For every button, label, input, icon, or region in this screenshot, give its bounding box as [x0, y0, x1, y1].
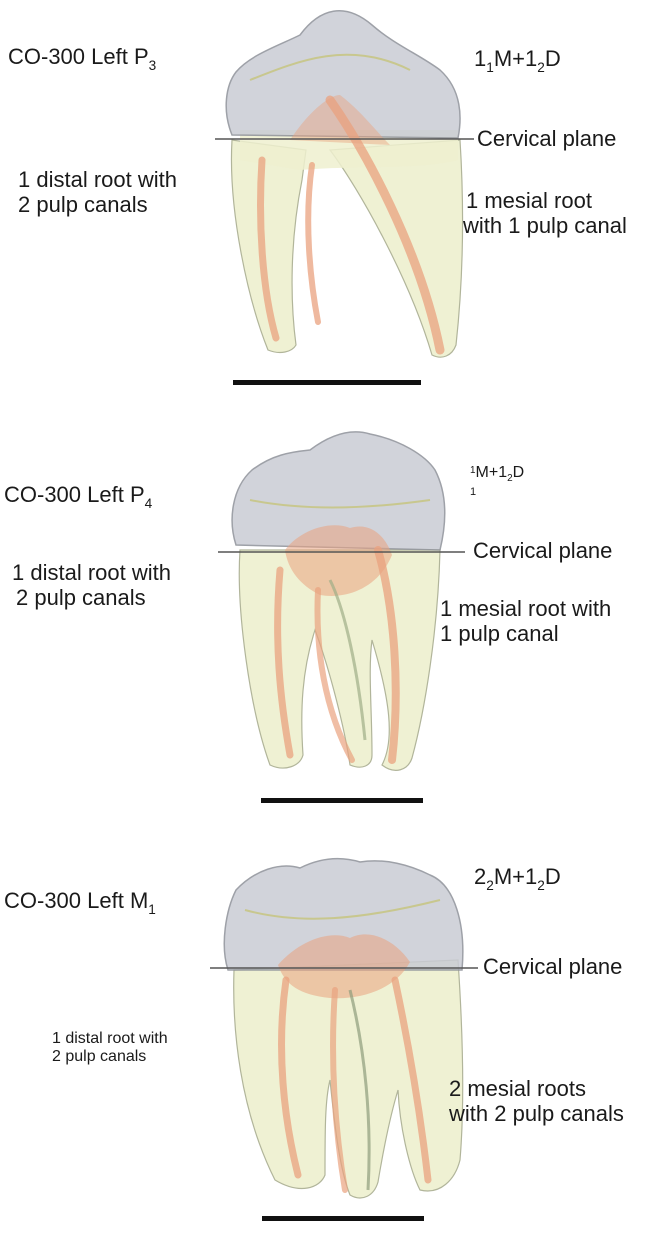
panel-title-p3: CO-300 Left P3	[8, 44, 157, 73]
pulp-canal-distal-a-p3	[257, 156, 280, 342]
panel-p3: CO-300 Left P3 11M+12D Cervical plane 1 …	[0, 0, 666, 400]
panel-title-p4: CO-300 Left P4	[4, 482, 153, 511]
root-formula-p3: 11M+12D	[474, 46, 561, 75]
crown-p4	[231, 431, 446, 551]
pulp-canal-mesial-a-m1	[330, 987, 348, 1193]
tooth-m1-illustration	[210, 857, 478, 1199]
tooth-p3-illustration	[215, 10, 474, 358]
pulp-canal-mesial-p3	[325, 95, 445, 355]
pulp-canal-distal-b-p3	[305, 162, 321, 325]
crown-p3	[225, 10, 461, 139]
cervical-plane-label-p3: Cervical plane	[477, 126, 617, 151]
tooth-p4-illustration	[218, 431, 465, 771]
pulp-canal-distal-m1	[278, 976, 302, 1179]
scale-bar-p4	[261, 798, 423, 803]
scale-bar-m1	[262, 1216, 424, 1221]
root-body-p3	[240, 130, 458, 170]
pulp-canal-mesial-b-m1	[391, 976, 432, 1184]
panel-m1: CO-300 Left M1 22M+12D Cervical plane 1 …	[0, 850, 666, 1233]
panel-p4: CO-300 Left P4 1M+12D 1 Cervical plane 1…	[0, 410, 666, 810]
pulp-canal-mesial-p4	[374, 546, 400, 764]
crown-m1	[223, 857, 464, 971]
root-formula-m1: 22M+12D	[474, 864, 561, 893]
pulp-chamber-p4	[285, 525, 392, 596]
panel-title-m1: CO-300 Left M1	[4, 888, 156, 917]
root-mesial-p3	[328, 139, 464, 358]
pulp-canal-distal-b-p4	[314, 587, 355, 763]
root-distal-p3	[230, 139, 307, 354]
scale-bar-p3	[233, 380, 421, 385]
pulp-chamber-m1	[278, 934, 410, 999]
cervical-plane-label-m1: Cervical plane	[483, 954, 623, 979]
pulp-canal-distal-a-p4	[274, 566, 294, 759]
cervical-plane-label-p4: Cervical plane	[473, 538, 613, 563]
root-formula-p4: 1M+12D 1	[470, 464, 525, 498]
